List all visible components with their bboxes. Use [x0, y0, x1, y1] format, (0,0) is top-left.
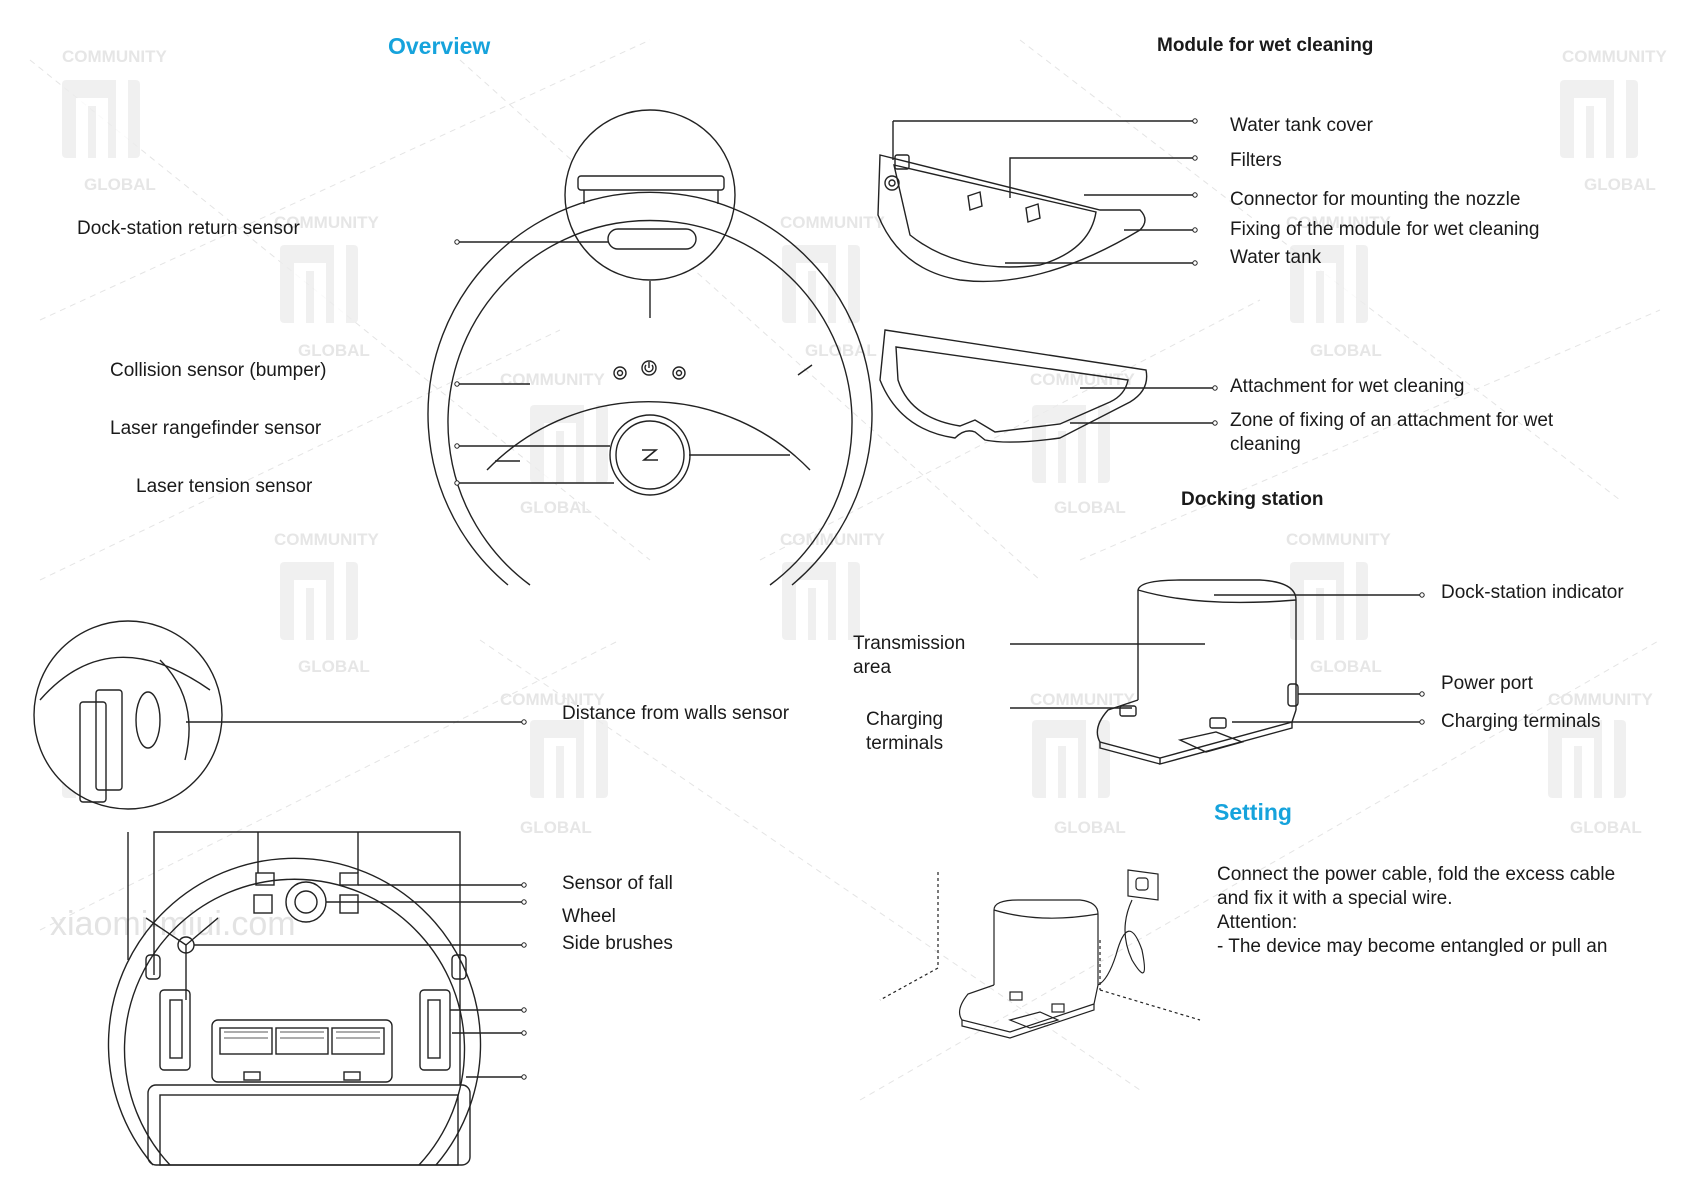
wm-global-6: GLOBAL	[1054, 498, 1126, 517]
bottom-leader-dots	[521, 719, 527, 1080]
setting-line-4: - The device may become entangled or pul…	[1217, 936, 1608, 957]
wm-community-9: COMMUNITY	[1286, 530, 1391, 549]
setting-line-1: Connect the power cable, fold the excess…	[1217, 864, 1616, 885]
label-collision-sensor: Collision sensor (bumper)	[110, 360, 327, 381]
label-transmission-line1: Transmission	[853, 633, 966, 654]
setting-line-2: and fix it with a special wire.	[1217, 888, 1453, 909]
overview-heading: Overview	[388, 33, 491, 59]
label-charging-left: Charging terminals	[866, 708, 943, 756]
wet-module-heading: Module for wet cleaning	[1157, 35, 1374, 56]
label-laser-tension: Laser tension sensor	[136, 476, 313, 497]
water-tank-drawing	[877, 120, 1195, 283]
wm-global-12: GLOBAL	[1570, 818, 1642, 837]
wm-global-3: GLOBAL	[805, 341, 877, 360]
label-dock-indicator: Dock-station indicator	[1441, 582, 1624, 603]
label-attachment-zone-line1: Zone of fixing of an attachment for wet	[1230, 410, 1554, 431]
label-transmission-area: Transmission area	[853, 632, 965, 680]
wm-global-11: GLOBAL	[1054, 818, 1126, 837]
wm-community-12: COMMUNITY	[1548, 690, 1653, 709]
label-dock-return-sensor: Dock-station return sensor	[77, 218, 300, 239]
robot-top-view	[427, 109, 873, 586]
label-wall-distance-sensor: Distance from walls sensor	[562, 703, 790, 724]
overview-leader-dots	[454, 239, 460, 486]
label-module-fixing: Fixing of the module for wet cleaning	[1230, 219, 1540, 240]
wm-site-text: xiaomi-miui.com	[50, 905, 296, 943]
wm-global-4: GLOBAL	[1310, 341, 1382, 360]
label-nozzle-connector: Connector for mounting the nozzle	[1230, 189, 1521, 210]
wm-community-13: COMMUNITY	[1562, 47, 1667, 66]
label-power-port: Power port	[1441, 673, 1533, 694]
mop-attachment-drawing	[879, 329, 1215, 443]
wm-global-2: GLOBAL	[298, 341, 370, 360]
wm-community-4: COMMUNITY	[1286, 213, 1391, 232]
label-fall-sensor: Sensor of fall	[562, 873, 673, 894]
setting-line-3: Attention:	[1217, 912, 1298, 933]
wm-global-10: GLOBAL	[520, 818, 592, 837]
label-transmission-line2: area	[853, 657, 892, 678]
label-water-tank-cover: Water tank cover	[1230, 115, 1373, 136]
label-charging-left-line2: terminals	[866, 733, 944, 754]
label-wet-attachment: Attachment for wet cleaning	[1230, 376, 1465, 397]
setting-drawing	[879, 869, 1201, 1039]
wm-community-7: COMMUNITY	[274, 530, 379, 549]
docking-heading: Docking station	[1181, 489, 1324, 510]
wm-community-5: COMMUNITY	[500, 370, 605, 389]
dock-drawing	[1010, 579, 1422, 765]
watermark-captions: COMMUNITY GLOBAL COMMUNITY GLOBAL COMMUN…	[62, 47, 1667, 837]
label-charging-terminals: Charging terminals	[1441, 711, 1601, 732]
wm-global-9: GLOBAL	[1310, 657, 1382, 676]
robot-bottom-view	[33, 620, 524, 1166]
wm-global-5: GLOBAL	[520, 498, 592, 517]
label-attachment-zone: Zone of fixing of an attachment for wet …	[1230, 409, 1553, 457]
wm-community-11: COMMUNITY	[1030, 690, 1135, 709]
wm-community-3: COMMUNITY	[780, 213, 885, 232]
label-wheel: Wheel	[562, 906, 616, 927]
label-side-brushes: Side brushes	[562, 933, 673, 954]
wet-leader-dots	[1192, 118, 1218, 426]
wm-global-1: GLOBAL	[84, 175, 156, 194]
wm-global-7: GLOBAL	[298, 657, 370, 676]
label-laser-rangefinder: Laser rangefinder sensor	[110, 418, 322, 439]
label-attachment-zone-line2: cleaning	[1230, 434, 1301, 455]
wm-community-2: COMMUNITY	[274, 213, 379, 232]
label-filters: Filters	[1230, 150, 1282, 171]
setting-heading: Setting	[1214, 799, 1292, 825]
wm-global-13: GLOBAL	[1584, 175, 1656, 194]
wm-community-10: COMMUNITY	[500, 690, 605, 709]
wm-community-6: COMMUNITY	[1030, 370, 1135, 389]
label-water-tank: Water tank	[1230, 247, 1322, 268]
wm-community-1: COMMUNITY	[62, 47, 167, 66]
label-charging-left-line1: Charging	[866, 709, 944, 730]
dock-leader-dots	[1419, 592, 1425, 725]
